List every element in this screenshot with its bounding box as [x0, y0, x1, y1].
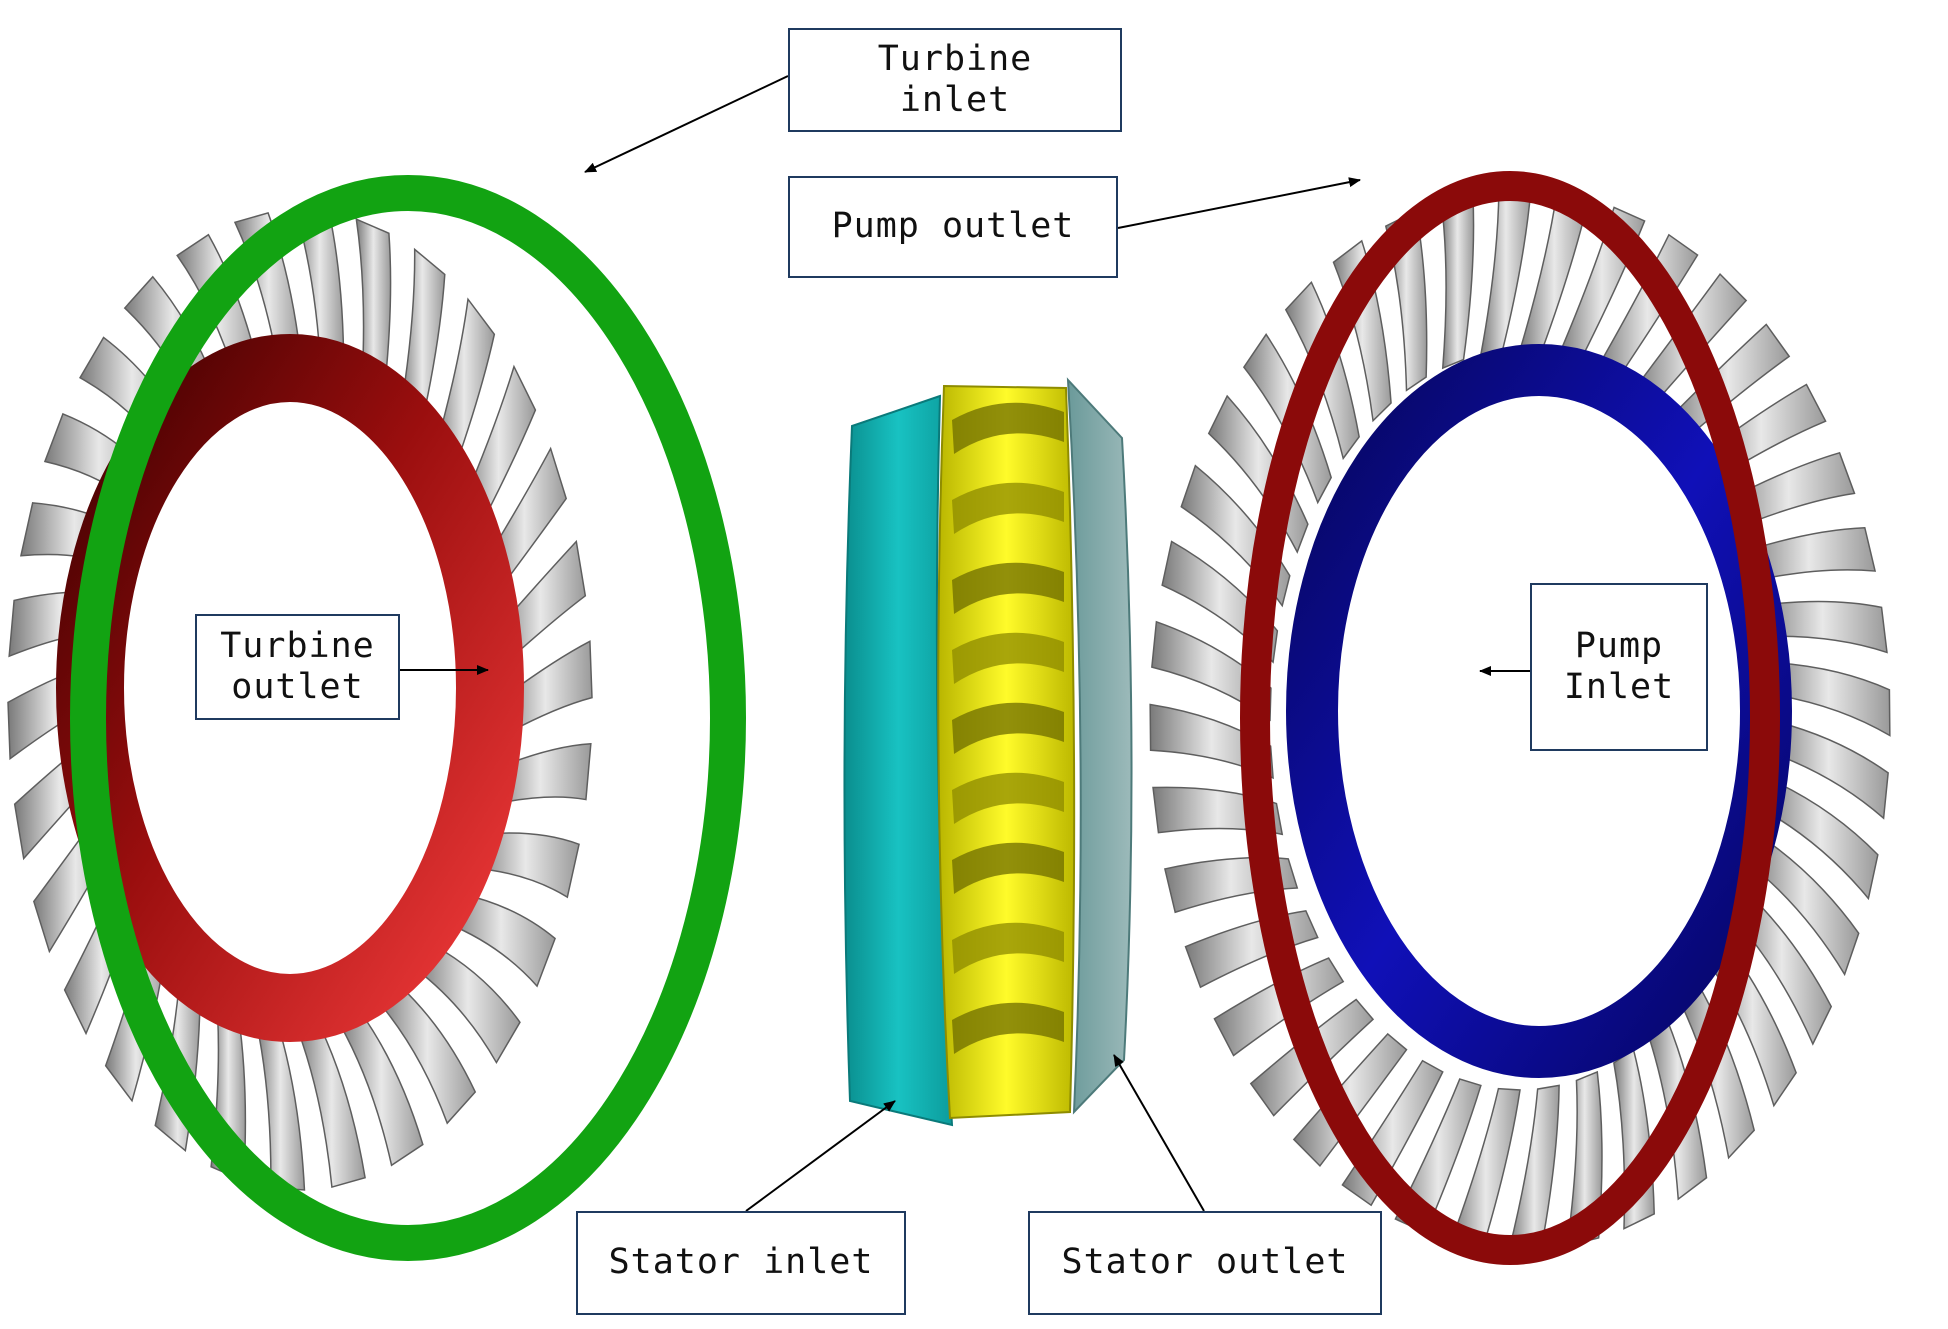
turbine-blade-5: [414, 944, 521, 1065]
pump-outlet-label: Pump outlet: [788, 176, 1118, 278]
stator-vane-2: [952, 482, 1064, 534]
stator-vane-7: [952, 842, 1064, 894]
stator-vane-5: [952, 702, 1064, 754]
pump-blade-2: [1761, 776, 1879, 901]
stator-inlet-label: Stator inlet: [576, 1211, 906, 1315]
stator-vane-4: [952, 632, 1064, 684]
arrows: [400, 75, 1530, 1212]
pump-blade-16: [1213, 957, 1345, 1057]
pump-blade-30: [1479, 189, 1532, 356]
arrow-stator-outlet: [1113, 1054, 1205, 1212]
stator-vane-9: [952, 1002, 1064, 1054]
turbine-blade-8: [296, 1027, 366, 1189]
stator-outlet-label: Stator outlet: [1028, 1211, 1382, 1315]
turbine-blade-6: [378, 984, 477, 1125]
pump-blade-40: [1766, 661, 1891, 737]
pump-blade-3: [1749, 833, 1860, 977]
arrow-stator-inlet: [745, 1100, 896, 1212]
pump-blade-33: [1596, 233, 1699, 381]
stator-vane-8: [952, 922, 1064, 974]
pump-blade-29: [1440, 193, 1475, 370]
pump-blade-38: [1741, 526, 1877, 582]
pump-outlet-ring: [1240, 171, 1780, 1265]
stator-vane-1: [952, 402, 1064, 454]
stator-vane-6: [952, 772, 1064, 824]
turbine-blade-3: [471, 832, 580, 899]
arrow-pump-outlet: [1117, 177, 1361, 229]
pump-blade-14: [1292, 1032, 1408, 1167]
stator-inlet-face: [843, 394, 954, 1127]
pump-blade-1: [1768, 719, 1889, 820]
pump-blade-39: [1756, 600, 1888, 654]
turbine-inlet-ring: [70, 175, 746, 1261]
stator-vane-3: [952, 562, 1064, 614]
turbine-blade-7: [338, 1012, 424, 1167]
stator: [843, 377, 1133, 1127]
turbine-blade-4: [446, 893, 556, 988]
turbine-blade-2: [488, 742, 592, 807]
stator-outlet-face: [1066, 377, 1133, 1115]
arrow-turbine-inlet: [584, 75, 789, 173]
stator-vanes: [952, 402, 1064, 1054]
